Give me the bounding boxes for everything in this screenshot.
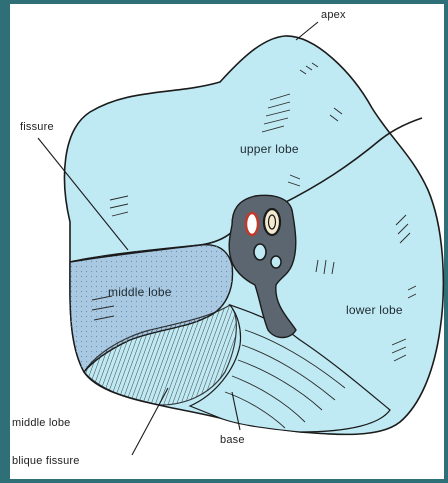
pulmonary-vein	[254, 244, 266, 260]
label-fissure: fissure	[20, 121, 54, 133]
pulmonary-artery	[246, 213, 258, 235]
label-oblique-fissure: blique fissure	[12, 455, 80, 467]
label-upper-lobe: upper lobe	[240, 142, 299, 156]
label-middle-lobe: middle lobe	[108, 285, 172, 299]
label-apex: apex	[321, 9, 346, 21]
label-lower-lobe: lower lobe	[346, 303, 403, 317]
label-middle-lobe-bottom: middle lobe	[12, 417, 70, 429]
bronchus	[264, 209, 280, 235]
label-base: base	[220, 434, 245, 446]
